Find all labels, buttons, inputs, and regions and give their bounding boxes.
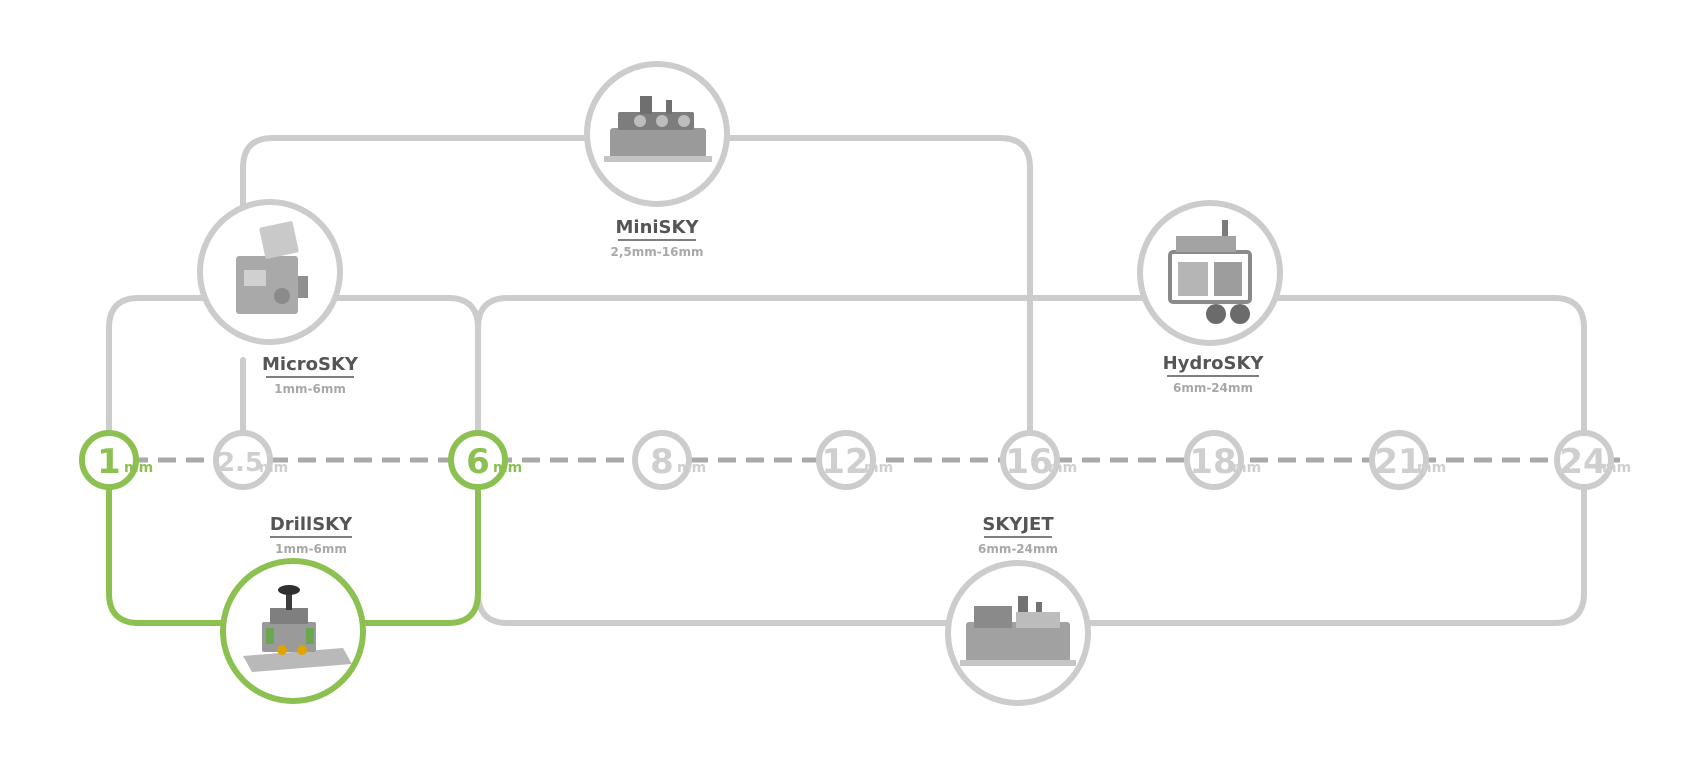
scale-marker-18[interactable]: 18 mm [1184, 430, 1261, 490]
product-node-hydrosky[interactable] [1137, 200, 1283, 346]
scale-marker-21[interactable]: 21 mm [1369, 430, 1446, 490]
microsky-label: MicroSKY 1mm-6mm [262, 354, 359, 396]
product-node-minisky[interactable] [584, 61, 730, 207]
scale-label-21: 21 [1374, 442, 1421, 482]
skyjet-machine-icon [960, 596, 1076, 666]
scale-unit-8: mm [677, 460, 706, 476]
skyjet-label: SKYJET 6mm-24mm [978, 514, 1058, 556]
scale-unit-6: mm [493, 460, 522, 476]
skyjet-range: 6mm-24mm [978, 542, 1058, 556]
drillsky-label: DrillSKY 1mm-6mm [270, 514, 353, 556]
scale-marker-2-5[interactable]: 2.5 mm [213, 430, 288, 490]
hydrosky-range-path [475, 295, 1587, 463]
scale-marker-16[interactable]: 16 mm [1000, 430, 1077, 490]
scale-marker-6[interactable]: 6 mm [448, 430, 522, 490]
scale-label-12: 12 [821, 442, 868, 482]
scale-unit-2-5: mm [259, 460, 288, 476]
product-node-skyjet[interactable] [945, 560, 1091, 706]
drillsky-machine-icon [243, 585, 352, 672]
minisky-label: MiniSKY 2,5mm-16mm [611, 217, 704, 259]
microsky-machine-icon [236, 221, 308, 314]
scale-label-18: 18 [1189, 442, 1236, 482]
hydrosky-machine-icon [1168, 220, 1252, 324]
hydrosky-label: HydroSKY 6mm-24mm [1163, 353, 1265, 395]
scale-marker-24[interactable]: 24 mm [1554, 430, 1631, 490]
minisky-machine-icon [604, 96, 712, 162]
drillsky-name: DrillSKY [270, 514, 353, 535]
scale-marker-8[interactable]: 8 mm [632, 430, 706, 490]
scale-label-1: 1 [97, 442, 121, 482]
hydrosky-range: 6mm-24mm [1173, 381, 1253, 395]
product-node-drillsky[interactable] [220, 558, 366, 704]
scale-label-2-5: 2.5 [217, 448, 263, 478]
product-node-microsky[interactable] [197, 199, 343, 345]
scale-label-16: 16 [1005, 442, 1052, 482]
scale-unit-24: mm [1602, 460, 1631, 476]
scale-unit-18: mm [1232, 460, 1261, 476]
drillsky-range: 1mm-6mm [275, 542, 347, 556]
scale-marker-12[interactable]: 12 mm [816, 430, 893, 490]
microsky-range: 1mm-6mm [274, 382, 346, 396]
scale-unit-1: mm [124, 460, 153, 476]
minisky-name: MiniSKY [615, 217, 699, 238]
scale-unit-16: mm [1048, 460, 1077, 476]
skyjet-name: SKYJET [982, 514, 1054, 535]
minisky-range: 2,5mm-16mm [611, 245, 704, 259]
scale-unit-21: mm [1417, 460, 1446, 476]
microsky-name: MicroSKY [262, 354, 359, 375]
scale-marker-1[interactable]: 1 mm [79, 430, 153, 490]
scale-label-24: 24 [1559, 442, 1606, 482]
hydrosky-name: HydroSKY [1163, 353, 1265, 374]
scale-markers: 1 mm 2.5 mm 6 mm 8 mm 12 mm 16 mm [79, 430, 1631, 490]
scale-unit-12: mm [864, 460, 893, 476]
scale-label-8: 8 [650, 442, 674, 482]
scale-label-6: 6 [466, 442, 490, 482]
